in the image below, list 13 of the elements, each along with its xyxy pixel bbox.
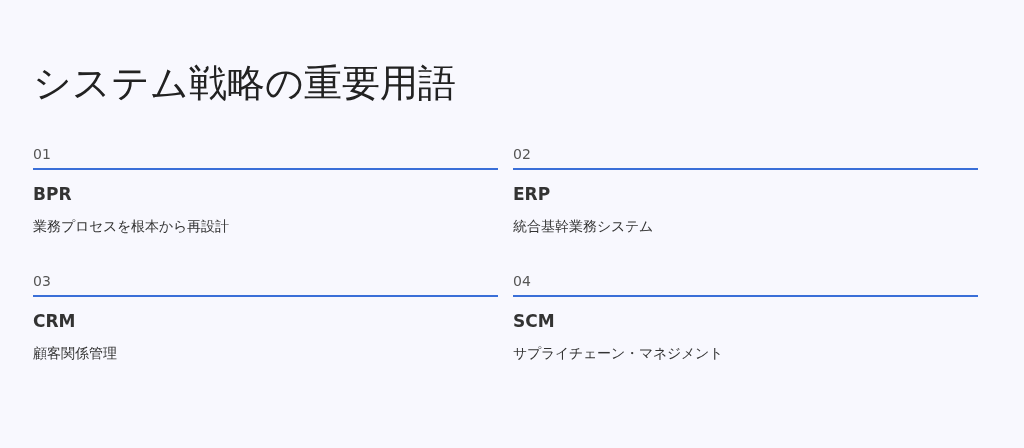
item-number: 04 [513, 273, 531, 289]
term-heading: ERP [513, 184, 551, 204]
item-number: 03 [33, 273, 51, 289]
item-number: 02 [513, 146, 531, 162]
page-title: システム戦略の重要用語 [33, 60, 456, 107]
item-number: 01 [33, 146, 51, 162]
term-heading: SCM [513, 311, 555, 331]
term-heading: CRM [33, 311, 76, 331]
term-description: サプライチェーン・マネジメント [513, 345, 723, 363]
term-description: 業務プロセスを根本から再設計 [33, 218, 229, 236]
term-description: 顧客関係管理 [33, 345, 117, 363]
term-heading: BPR [33, 184, 72, 204]
term-description: 統合基幹業務システム [513, 218, 653, 236]
